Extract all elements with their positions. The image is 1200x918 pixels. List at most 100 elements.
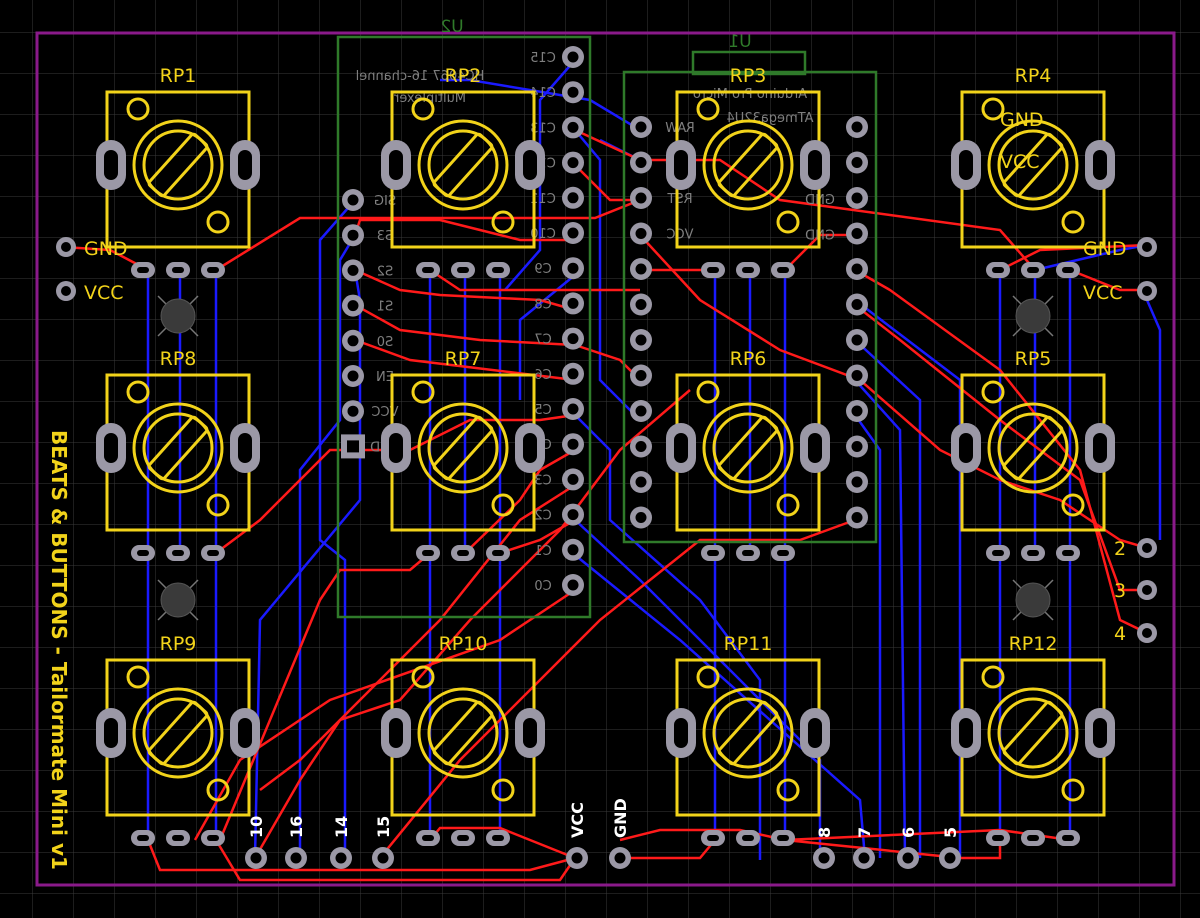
- pot-pin: [986, 545, 1010, 561]
- pot-pin: [166, 262, 190, 278]
- pot-pin: [416, 262, 440, 278]
- pot-pin: [1056, 830, 1080, 846]
- u2-pin: [562, 327, 584, 350]
- u2-pin: [562, 116, 584, 139]
- header-pin-label: 10: [247, 816, 266, 838]
- left-gnd-label: GND: [84, 238, 128, 260]
- u1-pin: [630, 329, 652, 351]
- u2-pin: [562, 503, 584, 526]
- header-pin-label: 15: [374, 816, 393, 838]
- u1-pin: [630, 400, 652, 422]
- pot-pin: [131, 830, 155, 846]
- u2-pin-label: C0: [534, 579, 551, 594]
- pot-label: RP12: [1009, 633, 1058, 655]
- header-pin: [372, 847, 394, 869]
- u2-pin: [562, 292, 584, 315]
- header-pin: [330, 847, 352, 869]
- rp4-vcc-label: VCC: [1000, 151, 1040, 173]
- pot-label: RP3: [730, 65, 767, 87]
- header-pin-label: 6: [899, 827, 918, 838]
- button-footprint: [1012, 295, 1054, 337]
- u1-pin: [846, 258, 868, 280]
- pot-pin: [1021, 830, 1045, 846]
- u2-pin: [562, 151, 584, 174]
- u1-pin: [846, 116, 868, 138]
- pot-pin: [1021, 262, 1045, 278]
- u2-pin: [342, 189, 364, 211]
- u1-pin: [846, 471, 868, 493]
- u2-pin-label: C8: [534, 297, 551, 312]
- u1-arduino: U1 Arduino Pro Micro ATmega32U4 RAWGNDRS…: [622, 32, 878, 544]
- u2-pin-label: S2: [377, 264, 394, 279]
- left-power-header: GND VCC: [56, 237, 128, 304]
- pot-label: RP4: [1015, 65, 1052, 87]
- pot-pin: [1056, 545, 1080, 561]
- pot-pin: [201, 545, 225, 561]
- pot-pin: [736, 545, 760, 561]
- u2-pin: [562, 433, 584, 456]
- u2-pin: [342, 259, 364, 282]
- u1-pin: [846, 400, 868, 422]
- pot-pin: [486, 830, 510, 846]
- u2-pin-label: C6: [534, 368, 551, 383]
- u1-pin: [846, 187, 868, 209]
- header-pin: [609, 847, 631, 869]
- pot-rp5: RP5: [951, 348, 1115, 561]
- pot-pin: [416, 830, 440, 846]
- u2-pin: [562, 222, 584, 244]
- header-pin: [245, 847, 267, 869]
- pot-rp11: RP11: [666, 633, 830, 846]
- u1-pin: [630, 258, 652, 280]
- pot-label: RP6: [730, 348, 767, 370]
- pot-pin: [701, 830, 725, 846]
- u2-pin-label: C3: [534, 473, 551, 488]
- pot-label: RP10: [439, 633, 488, 655]
- u2-pin: [562, 398, 584, 420]
- pot-label: RP8: [160, 348, 197, 370]
- pot-rp1: RP1: [96, 65, 260, 278]
- header-pin-label: 5: [941, 827, 960, 838]
- pot-rp3: RP3: [666, 65, 830, 278]
- u2-pin-label: C13: [530, 121, 556, 136]
- u2-pin-label: C2: [534, 509, 551, 524]
- pot-pin: [701, 545, 725, 561]
- u2-pin-label: C9: [534, 262, 551, 277]
- pot-label: RP5: [1015, 348, 1052, 370]
- right-power-header: GND VCC: [1083, 237, 1157, 304]
- u1-pin: [630, 293, 652, 316]
- pot-pin: [1056, 262, 1080, 278]
- header-pin-label: VCC: [568, 802, 587, 838]
- u2-pin: [562, 362, 584, 385]
- right-vcc-label: VCC: [1083, 282, 1123, 304]
- header-pin-label: 16: [287, 816, 306, 838]
- pot-pin: [451, 545, 475, 561]
- pot-pin: [771, 262, 795, 278]
- left-vcc-label: VCC: [84, 282, 124, 304]
- board-outline: [35, 31, 1176, 887]
- u1-pin: [630, 222, 652, 245]
- rp4-gnd-label: GND: [1000, 109, 1044, 131]
- u1-pin-label: VCC: [666, 228, 693, 243]
- u1-pin: [846, 329, 868, 351]
- u2-pin-label: C15: [530, 51, 556, 66]
- pot-label: RP11: [724, 633, 773, 655]
- u2-pin: [342, 224, 364, 247]
- u2-pin: [342, 400, 364, 423]
- pin-4-label: 4: [1114, 623, 1126, 645]
- u2-pin: [562, 468, 584, 491]
- u2-pin: [342, 329, 364, 352]
- u2-pin-label: S1: [377, 300, 394, 315]
- u2-subtitle: Multiplexer: [393, 91, 466, 106]
- pot-pin: [736, 830, 760, 846]
- u2-pin-label: C1: [534, 544, 551, 559]
- header-pin-label: 14: [332, 816, 351, 838]
- u2-pin-label: S3: [377, 229, 394, 244]
- pot-pin: [416, 545, 440, 561]
- u2-pin: [562, 81, 584, 104]
- u1-pin: [630, 187, 652, 209]
- u1-pin: [630, 364, 652, 387]
- u2-pin: [562, 538, 584, 561]
- pot-rp10: RP10: [381, 633, 545, 846]
- pot-pin: [486, 545, 510, 561]
